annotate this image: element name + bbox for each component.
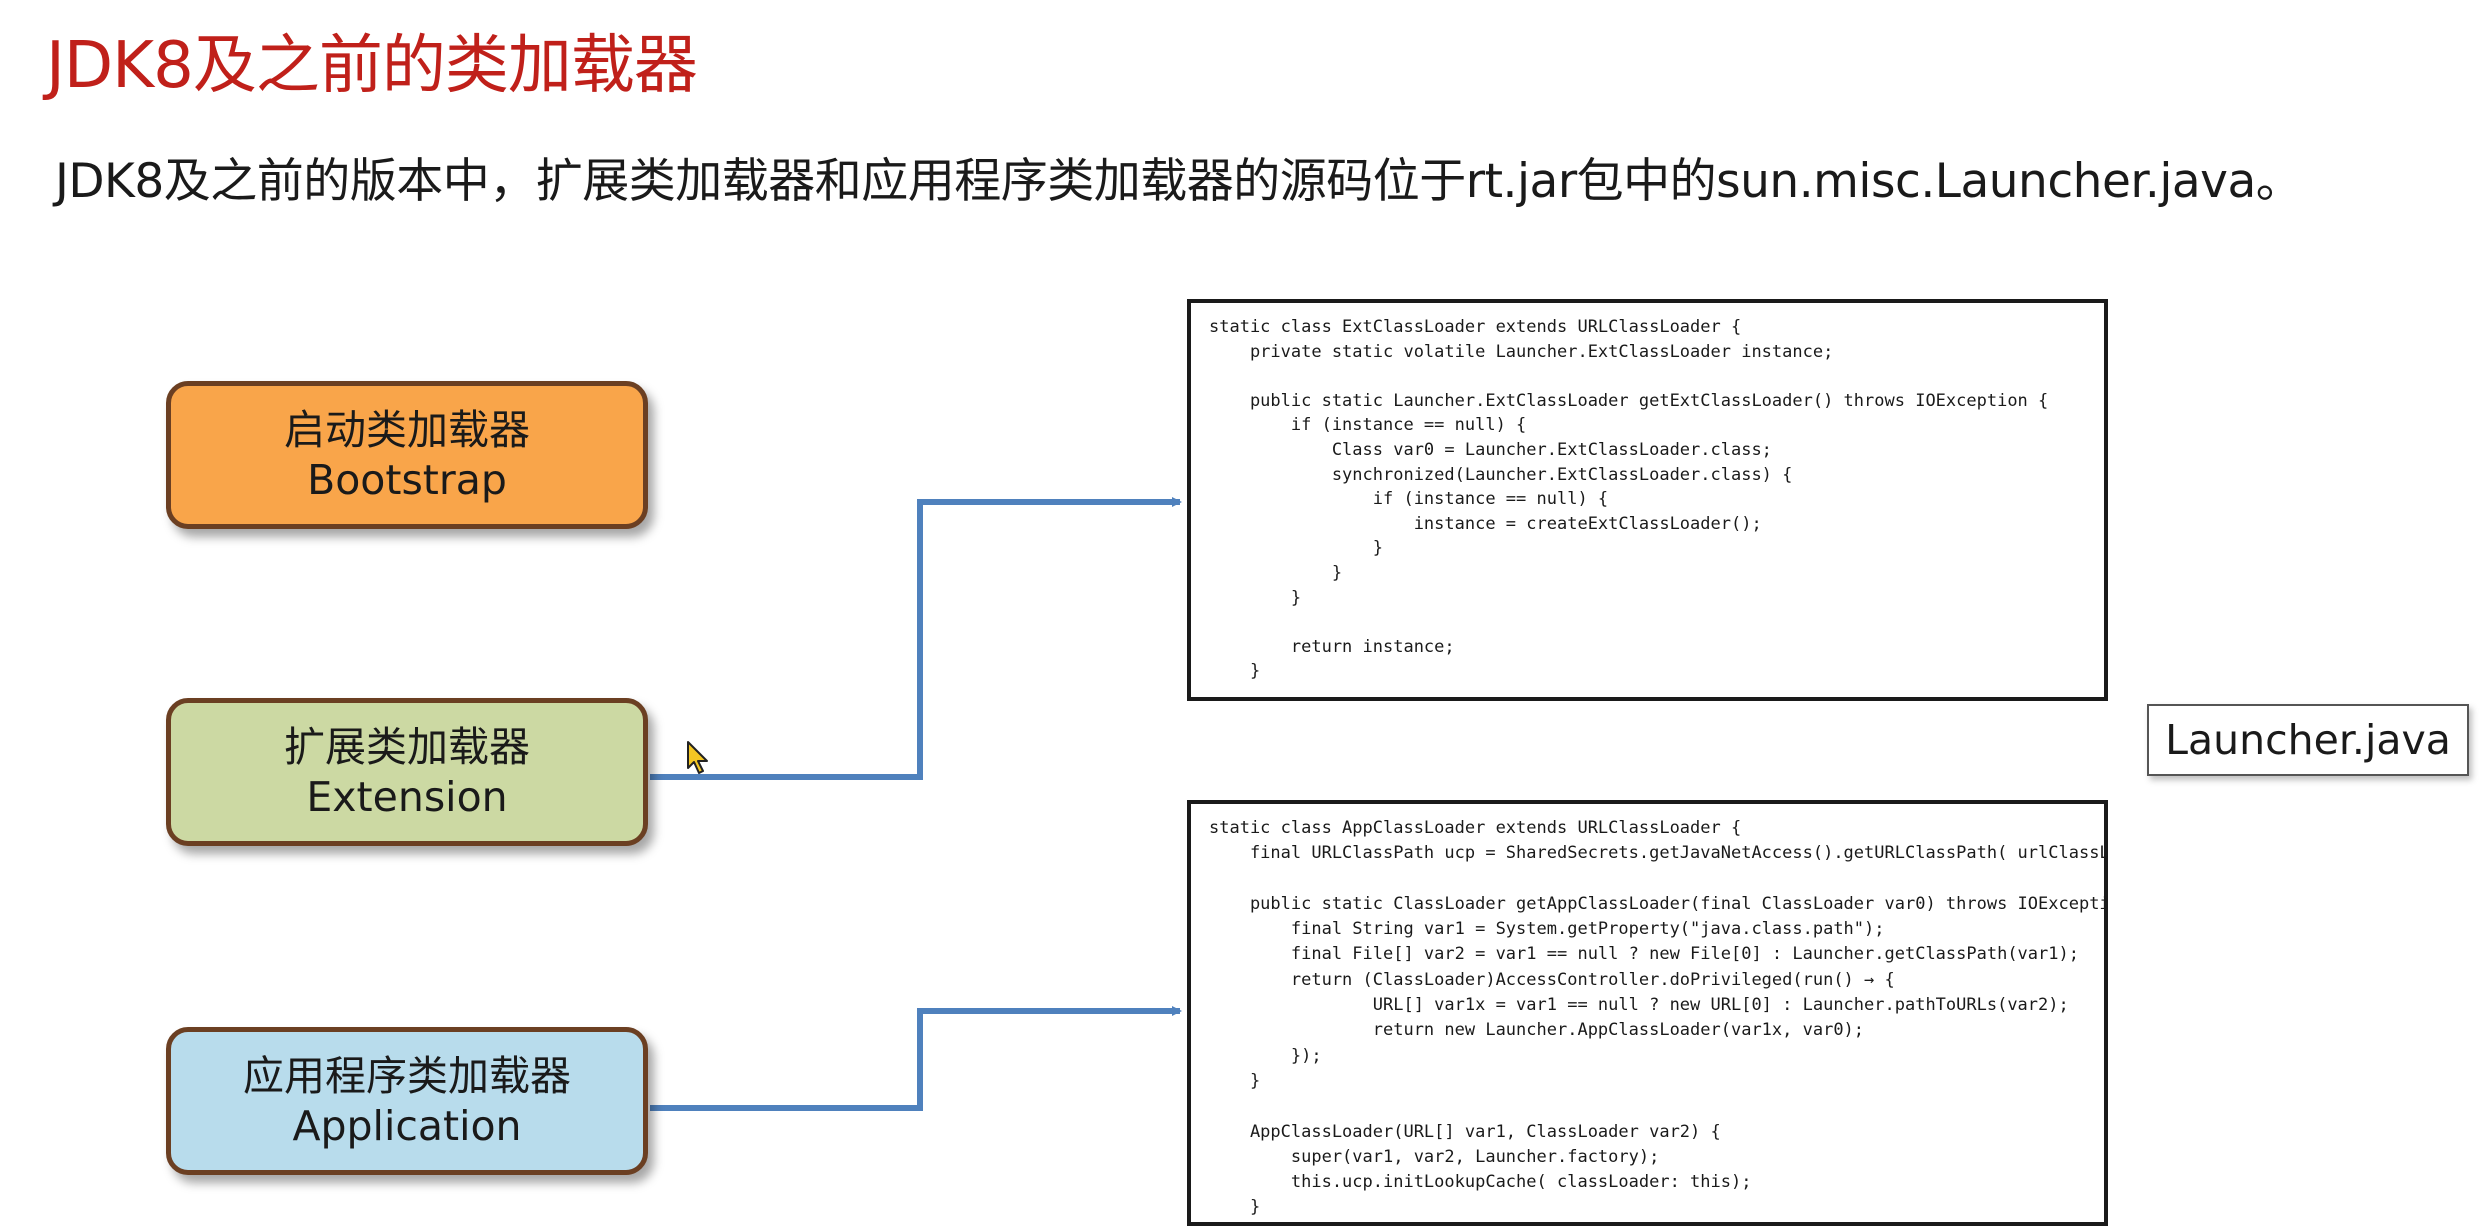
code-line: } [1209,1070,1261,1091]
code-line: if (instance == null) { [1209,415,1527,436]
code-line: } [1209,538,1383,559]
code-line: } [1209,587,1302,608]
extension-loader-box: 扩展类加载器 Extension [166,698,648,846]
code-line: public static ClassLoader getAppClassLoa… [1209,893,2108,914]
code-line: public static Launcher.ExtClassLoader ge… [1209,390,2049,411]
code-line [1209,364,2104,389]
code-line: synchronized(Launcher.ExtClassLoader.cla… [1209,464,1793,485]
code-line: return new Launcher.AppClassLoader(var1x… [1209,1020,1865,1041]
code-line: Class var0 = Launcher.ExtClassLoader.cla… [1209,439,1772,460]
bootstrap-loader-box: 启动类加载器 Bootstrap [166,381,648,529]
ext-class-loader-code-panel: static class ExtClassLoader extends URLC… [1187,299,2108,701]
code-line: } [1209,1197,1261,1218]
application-en-label: Application [292,1102,522,1150]
code-line: } [1209,562,1343,583]
code-line: super(var1, var2, Launcher.factory); [1209,1146,1660,1167]
application-connector [650,1006,1182,1111]
bootstrap-en-label: Bootstrap [307,456,507,504]
code-line: return instance; [1209,636,1455,657]
code-line [1209,1094,2104,1119]
code-line [1209,610,2104,635]
code-line: } [1209,661,1261,682]
code-line: static class AppClassLoader extends URLC… [1209,818,1742,838]
app-class-loader-code-panel: static class AppClassLoader extends URLC… [1187,800,2108,1226]
extension-connector [650,497,1182,780]
mouse-cursor-icon [687,741,708,774]
code-line: }); [1209,1045,1322,1066]
ext-class-loader-code: static class ExtClassLoader extends URLC… [1191,303,2104,684]
code-line: private static volatile Launcher.ExtClas… [1209,341,1834,362]
code-line [1209,867,2104,892]
app-class-loader-code: static class AppClassLoader extends URLC… [1191,804,2104,1221]
code-line: if (instance == null) { [1209,489,1609,510]
code-line: final String var1 = System.getProperty("… [1209,919,1885,940]
code-line: AppClassLoader(URL[] var1, ClassLoader v… [1209,1121,1721,1142]
application-loader-box: 应用程序类加载器 Application [166,1027,648,1175]
code-line: this.ucp.initLookupCache( classLoader: t… [1209,1172,1752,1193]
code-line: static class ExtClassLoader extends URLC… [1209,317,1742,337]
code-line: return (ClassLoader)AccessController.doP… [1209,969,1895,990]
code-line: final URLClassPath ucp = SharedSecrets.g… [1249,843,2108,864]
code-line: instance = createExtClassLoader(); [1209,513,1762,534]
bootstrap-cn-label: 启动类加载器 [284,406,530,454]
code-line: URL[] var1x = var1 == null ? new URL[0] … [1209,995,2069,1016]
application-cn-label: 应用程序类加载器 [243,1052,571,1100]
slide-subtitle: JDK8及之前的版本中，扩展类加载器和应用程序类加载器的源码位于rt.jar包中… [55,154,2303,209]
extension-cn-label: 扩展类加载器 [284,723,530,771]
launcher-file-label: Launcher.java [2147,704,2469,776]
slide-title: JDK8及之前的类加载器 [46,29,698,103]
code-line: final File[] var2 = var1 == null ? new F… [1209,944,2079,965]
extension-en-label: Extension [306,773,508,821]
